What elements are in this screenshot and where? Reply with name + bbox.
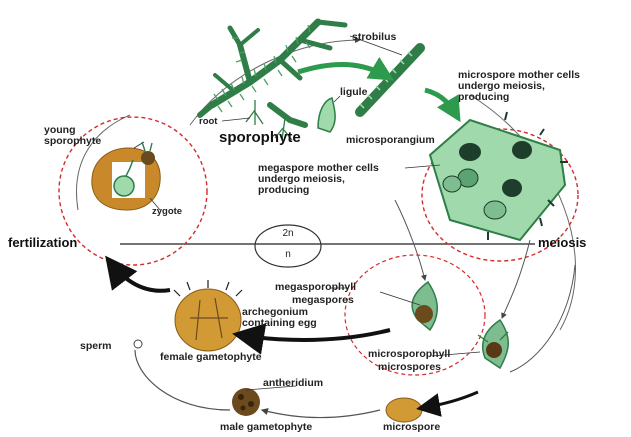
female-gametophyte-structure	[174, 280, 242, 351]
label-microsporangium: microsporangium	[346, 135, 435, 146]
sporangium-detail	[405, 112, 568, 240]
label-zygote: zygote	[152, 207, 182, 217]
label-strobilus: strobilus	[352, 32, 396, 43]
label-microspores: microspores	[378, 362, 441, 373]
label-diploid: 2n	[268, 228, 308, 239]
label-haploid: n	[268, 249, 308, 260]
green-arrow-top	[298, 64, 390, 78]
label-sperm: sperm	[80, 341, 112, 352]
label-sporophyte: sporophyte	[219, 130, 301, 146]
microspore-mother-line-3: producing	[458, 92, 580, 103]
label-root: root	[199, 117, 217, 127]
label-microspore: microspore	[383, 422, 440, 433]
line-to-microsporophyll	[502, 240, 530, 318]
label-archegonium: archegonium containing egg	[242, 307, 317, 329]
green-arrow-right	[425, 90, 458, 118]
megasporophyll-structure	[380, 282, 437, 330]
label-female-gametophyte: female gametophyte	[160, 352, 262, 363]
label-fertilization: fertilization	[8, 236, 77, 250]
ligule-leaf	[318, 98, 335, 132]
arrow-microspore-path	[422, 392, 478, 408]
label-male-gametophyte: male gametophyte	[220, 422, 312, 433]
label-megaspore-mother-cells: megaspore mother cells undergo meiosis, …	[258, 163, 379, 196]
label-antheridium: antheridium	[263, 378, 323, 389]
megaspore-mother-line-3: producing	[258, 185, 379, 196]
arrow-male-gametophyte-left	[262, 410, 380, 418]
label-microsporophyll: microsporophyll	[368, 349, 450, 360]
arrow-sperm-to-fertilization	[110, 262, 170, 291]
zygote-structure	[92, 142, 160, 210]
root-pointer	[222, 118, 250, 121]
label-ligule: ligule	[340, 87, 367, 98]
microsporophyll-structure	[478, 320, 508, 368]
strobilus-cone	[360, 48, 420, 112]
label-megasporophyll: megasporophyll	[275, 282, 356, 293]
arrow-megaspore-to-female	[240, 330, 390, 340]
label-microspore-mother-cells: microspore mother cells undergo meiosis,…	[458, 70, 580, 103]
sperm-icon	[134, 340, 142, 348]
young-sporophyte-line-2: sporophyte	[44, 136, 101, 147]
archegonium-line-2: containing egg	[242, 318, 317, 329]
male-gametophyte-structure	[232, 388, 260, 416]
line-to-megasporophyll	[395, 200, 425, 280]
label-megaspores: megaspores	[292, 295, 354, 306]
label-meiosis: meiosis	[538, 236, 586, 250]
microspore-blob	[386, 398, 422, 422]
label-young-sporophyte: young sporophyte	[44, 125, 101, 147]
